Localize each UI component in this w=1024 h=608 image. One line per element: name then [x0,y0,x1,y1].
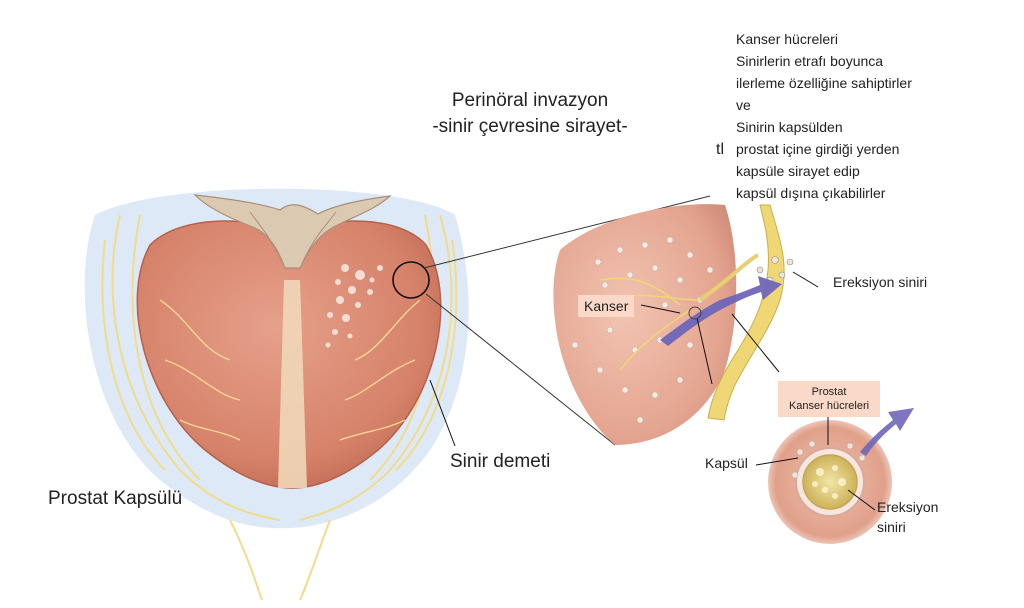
explanation-note: Kanser hücreleri Sinirlerin etrafı boyun… [736,28,912,204]
invasion-arrow [660,276,782,346]
erek2-line-2: siniri [877,519,906,535]
pk-line-1: Prostat [811,386,847,398]
outward-arrow [860,408,914,456]
label-prostate-capsule: Prostat Kapsülü [48,488,183,509]
gland-nerves [159,299,421,441]
zoom-tissue [553,204,737,445]
diagram-title: Perinöral invazyon -sinir çevresine sira… [395,88,665,140]
note-marker: tl [716,141,724,158]
note-line: ilerleme özelliğine sahiptirler [736,75,912,91]
note-line: ve [736,97,751,113]
note-line: Sinirlerin etrafı boyunca [736,53,884,69]
erek2-line-1: Ereksiyon [877,499,939,515]
cancer-cells-gland [325,264,383,348]
note-line: Kanser hücreleri [736,31,838,47]
label-prostate-cancer-cells: Prostat Kanser hücreleri [778,381,880,417]
label-cancer: Kanser [578,295,635,317]
note-line: kapsül dışına çıkabilirler [736,185,886,201]
note-line: Sinirin kapsülden [736,119,843,135]
label-erection-nerve-cross: Ereksiyon siniri [877,497,938,537]
label-erection-nerve: Ereksiyon siniri [833,274,928,290]
bladder-neck-tissue [193,194,392,269]
title-line-1: Perinöral invazyon [451,90,609,111]
erection-nerve [707,204,785,421]
label-nerve-bundle: Sinir demeti [450,451,551,472]
urethra [278,280,307,488]
magnifier-circle [392,261,430,299]
title-line-2: -sinir çevresine sirayet- [432,116,628,137]
note-line: kapsüle sirayet edip [736,163,860,179]
note-line: prostat içine girdiği yerden [736,141,900,157]
pk-line-2: Kanser hücreleri [788,400,870,412]
nerve-cross-section [802,454,858,510]
label-capsule: Kapsül [705,455,748,471]
